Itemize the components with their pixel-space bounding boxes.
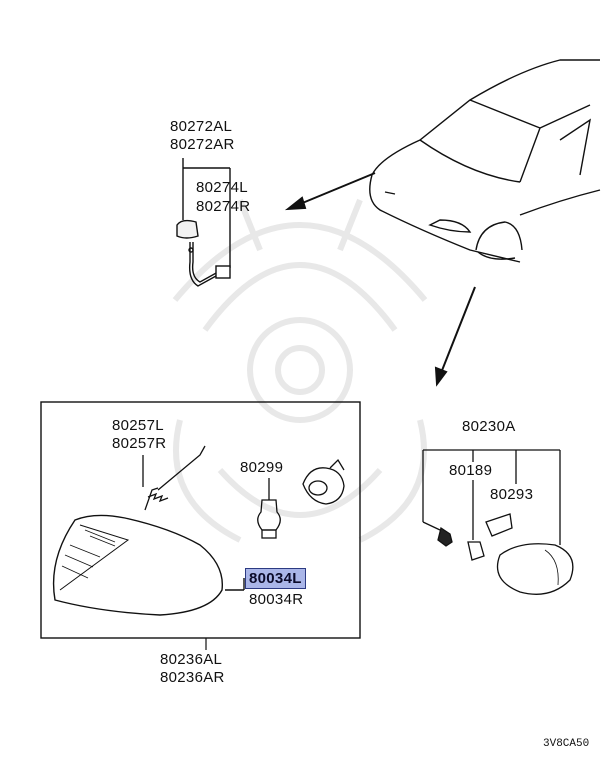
arrows [284, 172, 476, 387]
label-80236AL[interactable]: 80236AL [160, 651, 223, 668]
car-illustration [369, 59, 601, 263]
label-80034R[interactable]: 80034R [249, 591, 304, 608]
lamp-assembly-box [40, 401, 361, 639]
side-marker-assembly [422, 449, 574, 595]
spring-part [142, 445, 206, 511]
label-80272AL[interactable]: 80272AL [170, 118, 233, 135]
label-80274R[interactable]: 80274R [196, 198, 251, 215]
bulb-part [257, 458, 345, 539]
watermark-emblem [172, 198, 428, 543]
label-80293[interactable]: 80293 [490, 486, 534, 503]
lamp-lens [52, 514, 245, 616]
label-80034L-highlighted[interactable]: 80034L [245, 568, 306, 589]
diagram-code: 3V8CA50 [543, 738, 590, 750]
label-80272AR[interactable]: 80272AR [170, 136, 235, 153]
label-80257L[interactable]: 80257L [112, 417, 164, 434]
socket-assembly [176, 158, 231, 287]
label-80274L[interactable]: 80274L [196, 179, 248, 196]
label-80236AR[interactable]: 80236AR [160, 669, 225, 686]
label-80257R[interactable]: 80257R [112, 435, 167, 452]
label-80230A[interactable]: 80230A [462, 418, 516, 435]
label-80189[interactable]: 80189 [449, 462, 493, 479]
label-80299[interactable]: 80299 [240, 459, 284, 476]
